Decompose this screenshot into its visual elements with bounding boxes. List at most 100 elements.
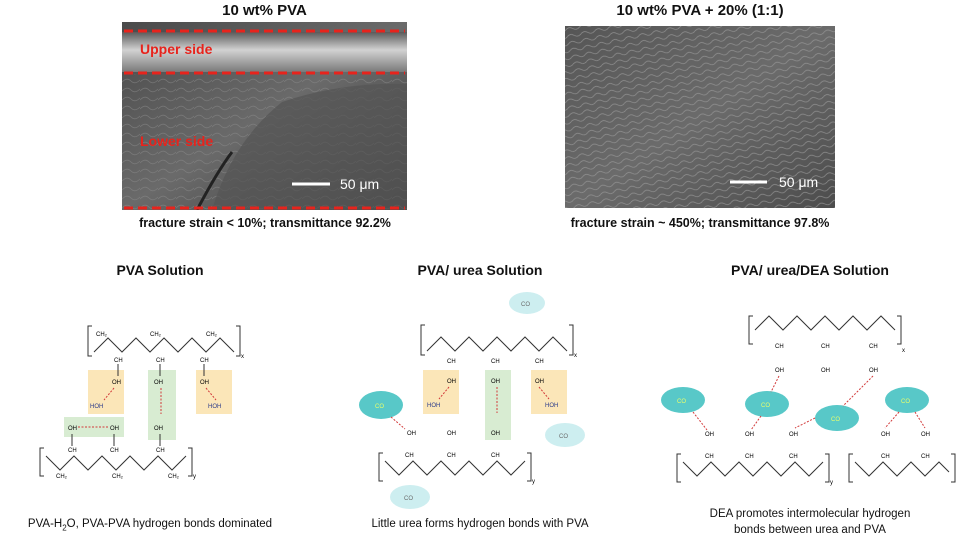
- polymer-chain-lower: [45, 455, 187, 471]
- urea-molecule-bonded: [815, 405, 859, 431]
- water-box: [423, 370, 459, 414]
- sem-right-caption: fracture strain ~ 450%; transmittance 97…: [570, 216, 830, 230]
- oh-label: OH: [112, 380, 121, 386]
- repeat-y: y: [532, 479, 535, 485]
- repeat-x: x: [241, 354, 244, 360]
- bracket-left-icon: [87, 325, 92, 357]
- pva-pva-box: [485, 370, 511, 440]
- repeat-y: y: [830, 480, 833, 486]
- urea-molecule-bonded: [661, 387, 705, 413]
- water-box: [531, 370, 567, 414]
- hydrogen-bond: [692, 411, 708, 431]
- oh-label: OH: [705, 432, 714, 438]
- bracket-right-icon: [951, 453, 956, 483]
- bracket-left-icon: [748, 315, 753, 345]
- bracket-left-icon: [420, 324, 425, 356]
- co-label: CO: [677, 399, 686, 405]
- ch-label: CH: [200, 358, 209, 364]
- oh-label: OH: [447, 379, 456, 385]
- oh-label: OH: [200, 380, 209, 386]
- oh-label: OH: [68, 426, 77, 432]
- oh-label: OH: [881, 432, 890, 438]
- repeat-y: y: [193, 474, 196, 480]
- ch2-label: CH₂: [150, 332, 162, 338]
- ch-label: CH: [156, 358, 165, 364]
- hydrogen-bond: [538, 386, 550, 400]
- bracket-right-icon: [569, 324, 574, 356]
- hydrogen-bond: [103, 387, 115, 401]
- repeat-x: x: [574, 353, 577, 359]
- co-label: CO: [375, 404, 384, 410]
- hydrogen-bond: [914, 411, 926, 429]
- panel-3-caption: DEA promotes intermolecular hydrogen bon…: [709, 508, 911, 536]
- hydrogen-bond: [750, 415, 762, 431]
- ch-label: CH: [921, 454, 930, 460]
- ch-label: CH: [110, 448, 119, 454]
- urea-molecule-bonded: [359, 391, 403, 419]
- bracket-right-icon: [825, 453, 830, 483]
- oh-label: OH: [921, 432, 930, 438]
- panel-1-diagram: x CH₂ CH₂ CH₂ CH CH CH OH OH OH HOH HOH …: [39, 325, 244, 480]
- bracket-right-icon: [236, 325, 241, 357]
- sem-left-title: 10 wt% PVA: [222, 2, 307, 19]
- ch-label: CH: [114, 358, 123, 364]
- panel-3-title: PVA/ urea/DEA Solution: [731, 262, 889, 278]
- repeat-x: x: [902, 348, 905, 354]
- sem-right-texture: [565, 26, 835, 208]
- co-label: CO: [404, 496, 413, 502]
- oh-label: OH: [447, 431, 456, 437]
- ch2-label: CH₂: [168, 474, 180, 480]
- panel-3-diagram: x CH CH CH OH OH OH CO CO CO CO OH OH OH…: [661, 315, 956, 486]
- sem-left-caption: fracture strain < 10%; transmittance 92.…: [139, 216, 391, 230]
- bracket-left-icon: [848, 453, 853, 483]
- hoh-label: HOH: [90, 404, 103, 410]
- bracket-left-icon: [378, 452, 383, 482]
- bracket-right-icon: [188, 447, 193, 477]
- ch2-label: CH₂: [56, 474, 68, 480]
- ch-label: CH: [68, 448, 77, 454]
- scale-label-right: 50 μm: [779, 174, 818, 190]
- oh-label: OH: [775, 368, 784, 374]
- bracket-right-icon: [897, 315, 902, 345]
- oh-label: OH: [154, 426, 163, 432]
- ch2-label: CH₂: [96, 332, 108, 338]
- polymer-chain-upper: [93, 337, 235, 353]
- ch-label: CH: [705, 454, 714, 460]
- urea-molecule-bonded: [745, 391, 789, 417]
- co-label: CO: [901, 399, 910, 405]
- scale-label-left: 50 μm: [340, 176, 379, 192]
- sem-right-title: 10 wt% PVA + 20% (1:1): [616, 2, 784, 19]
- urea-molecule: [390, 485, 430, 509]
- ch-label: CH: [821, 344, 830, 350]
- ch-label: CH: [491, 359, 500, 365]
- hydrogen-bond: [884, 411, 900, 429]
- lower-side-label: Lower side: [140, 133, 213, 149]
- oh-label: OH: [745, 432, 754, 438]
- hydrogen-bond: [842, 375, 874, 407]
- sem-left-upper-band: [122, 32, 407, 72]
- panel-2-caption: Little urea forms hydrogen bonds with PV…: [371, 518, 589, 530]
- bracket-right-icon: [527, 452, 532, 482]
- ch-label: CH: [535, 359, 544, 365]
- hoh-label: HOH: [427, 403, 440, 409]
- polymer-chain-lower-2: [854, 461, 950, 477]
- hoh-label: HOH: [545, 403, 558, 409]
- water-box: [196, 370, 232, 414]
- water-box: [88, 370, 124, 414]
- urea-molecule-bonded: [885, 387, 929, 413]
- sem-left-fracture-surface: [212, 83, 407, 210]
- ch-label: CH: [869, 344, 878, 350]
- oh-label: OH: [154, 380, 163, 386]
- oh-label: OH: [869, 368, 878, 374]
- ch-label: CH: [447, 453, 456, 459]
- hydrogen-bond: [770, 375, 780, 393]
- panel-1-title: PVA Solution: [116, 262, 204, 278]
- co-label: CO: [521, 302, 530, 308]
- polymer-chain-lower: [682, 461, 824, 477]
- urea-molecule: [545, 423, 585, 447]
- hydrogen-bond: [390, 416, 406, 430]
- ch2-label: CH₂: [206, 332, 218, 338]
- ch-label: CH: [447, 359, 456, 365]
- ch-label: CH: [156, 448, 165, 454]
- polymer-chain-upper: [754, 315, 896, 331]
